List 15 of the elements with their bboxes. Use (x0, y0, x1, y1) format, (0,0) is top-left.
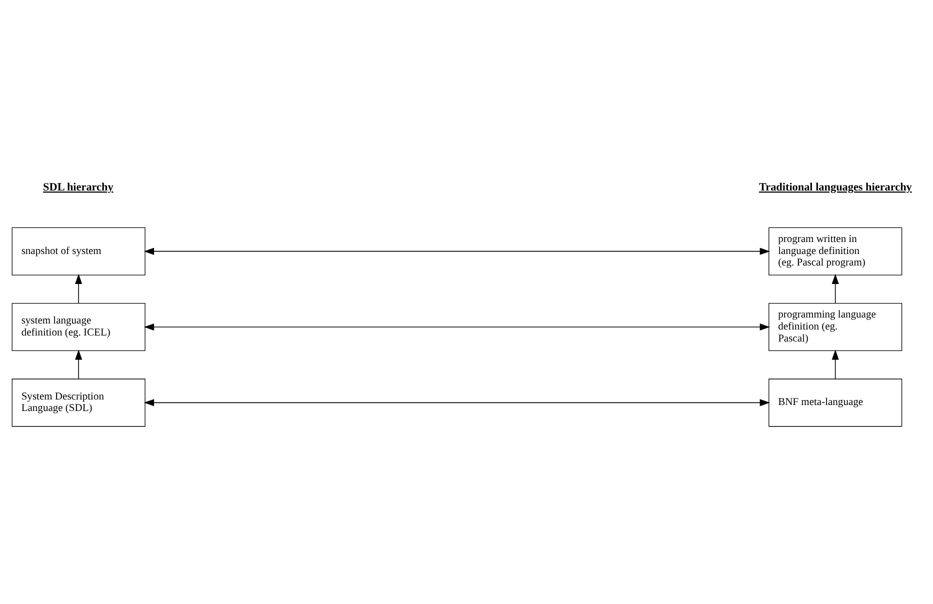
arrow (75, 274, 82, 304)
arrow (832, 274, 839, 304)
arrow (832, 350, 839, 380)
arrow (144, 399, 770, 406)
label: Traditional languages hierarchy (758, 182, 912, 194)
node-box: programming language definition (eg. Pascal) (768, 302, 902, 352)
node-box: system language definition (eg. ICEL) (12, 302, 146, 352)
label: SDL hierarchy (43, 182, 114, 194)
arrow (144, 248, 770, 255)
node-box: program written in language definition (eg. Pascal program) (768, 227, 902, 276)
arrow (144, 323, 770, 331)
node-box: snapshot of system (12, 227, 146, 276)
node-box: BNF meta-language (768, 378, 902, 427)
node-box: System Description Language (SDL) (12, 378, 146, 427)
arrow (75, 350, 82, 380)
